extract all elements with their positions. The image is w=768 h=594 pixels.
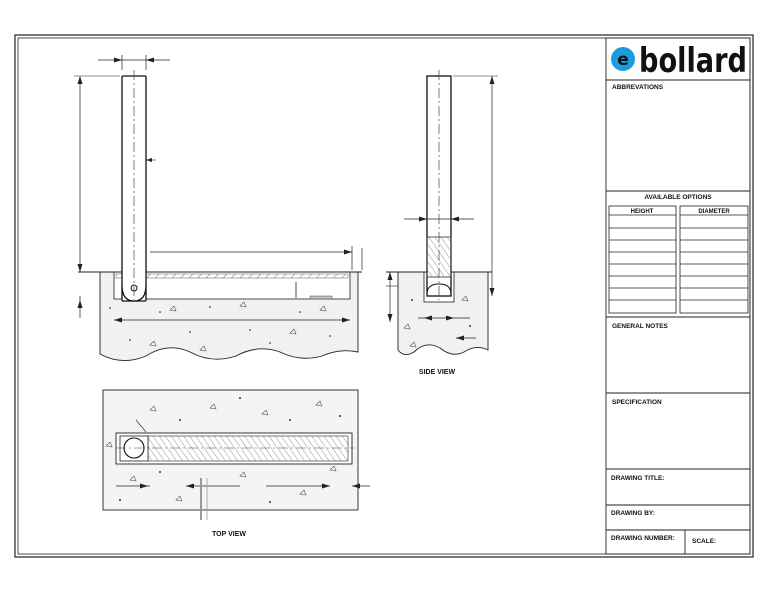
options-table [608,205,749,314]
available-options-label: AVAILABLE OPTIONS [644,194,712,201]
side-post-base-curve [426,283,452,295]
brand-logo: e bollard [611,41,747,81]
logo-wordmark: bollard [639,41,747,81]
specification-label: SPECIFICATION [612,399,662,406]
logo-e-badge [611,47,635,71]
top-plan-view [102,389,370,520]
front-elevation-view [74,55,363,361]
side-aggregate-marks [403,295,472,348]
side-view-caption: SIDE VIEW [419,369,456,376]
height-column-header: HEIGHT [631,209,654,215]
side-concrete-section [397,271,489,355]
abbreviations-label: ABBREVATIONS [612,84,664,91]
top-view-caption: TOP VIEW [212,531,246,538]
logo-letter: e [617,50,629,70]
side-elevation-view [386,70,498,355]
front-channel-liner [115,273,349,279]
top-aggregate-marks [105,396,342,504]
top-channel-grating [147,435,349,462]
front-pivot-pin [130,284,138,292]
title-block [605,37,751,555]
front-aggregate-marks [109,301,331,352]
drawing-by-label: DRAWING BY: [611,510,655,517]
scale-label: SCALE: [692,538,716,545]
drawing-number-label: DRAWING NUMBER: [611,535,675,542]
diameter-column-header: DIAMETER [698,209,730,215]
general-notes-label: GENERAL NOTES [612,323,669,330]
drawing-title-label: DRAWING TITLE: [611,475,664,482]
